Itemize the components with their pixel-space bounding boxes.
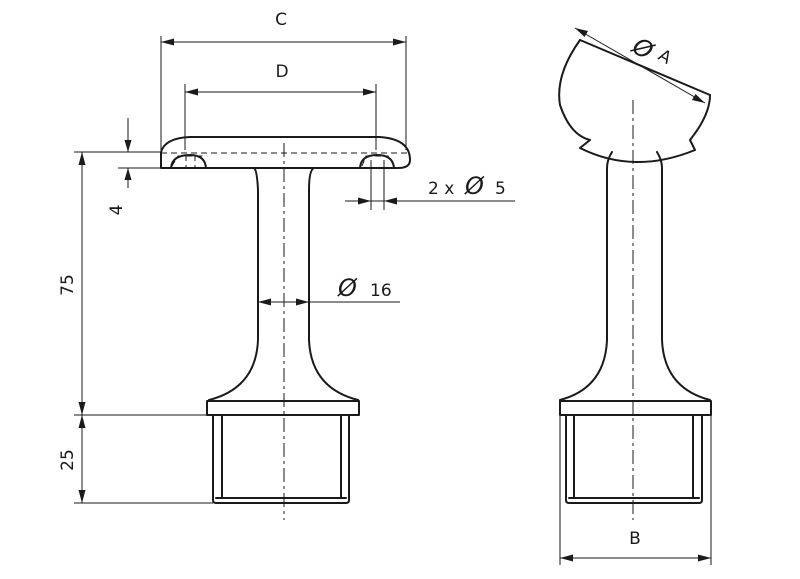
dim-4-label: 4	[107, 205, 127, 216]
front-stem	[208, 167, 361, 401]
side-stem	[559, 151, 711, 401]
dim-d-label: D	[275, 62, 288, 82]
front-dimensions: C D 4 75 25 2 x Ø 5	[58, 10, 515, 504]
stem-dia-symbol: Ø	[337, 274, 358, 302]
stem-value: 16	[370, 281, 392, 301]
front-base-flange	[206, 400, 360, 416]
side-saddle-cup	[558, 39, 711, 163]
dim-75-label: 75	[58, 274, 78, 296]
saddle-value: A	[655, 46, 675, 69]
dim-b-label: B	[629, 529, 641, 549]
side-view	[558, 39, 712, 520]
front-top-plate	[160, 136, 411, 169]
front-view	[160, 136, 411, 520]
holes-label: 2 x	[428, 179, 454, 199]
side-base-flange	[559, 400, 712, 416]
side-dimensions: Ø A B	[559, 27, 712, 565]
holes-value: 5	[495, 179, 506, 199]
dim-c-label: C	[275, 10, 287, 30]
front-base-sleeve	[212, 414, 350, 504]
side-base-sleeve	[565, 414, 703, 504]
dim-25-label: 25	[58, 449, 78, 471]
holes-dia-symbol: Ø	[464, 172, 485, 200]
